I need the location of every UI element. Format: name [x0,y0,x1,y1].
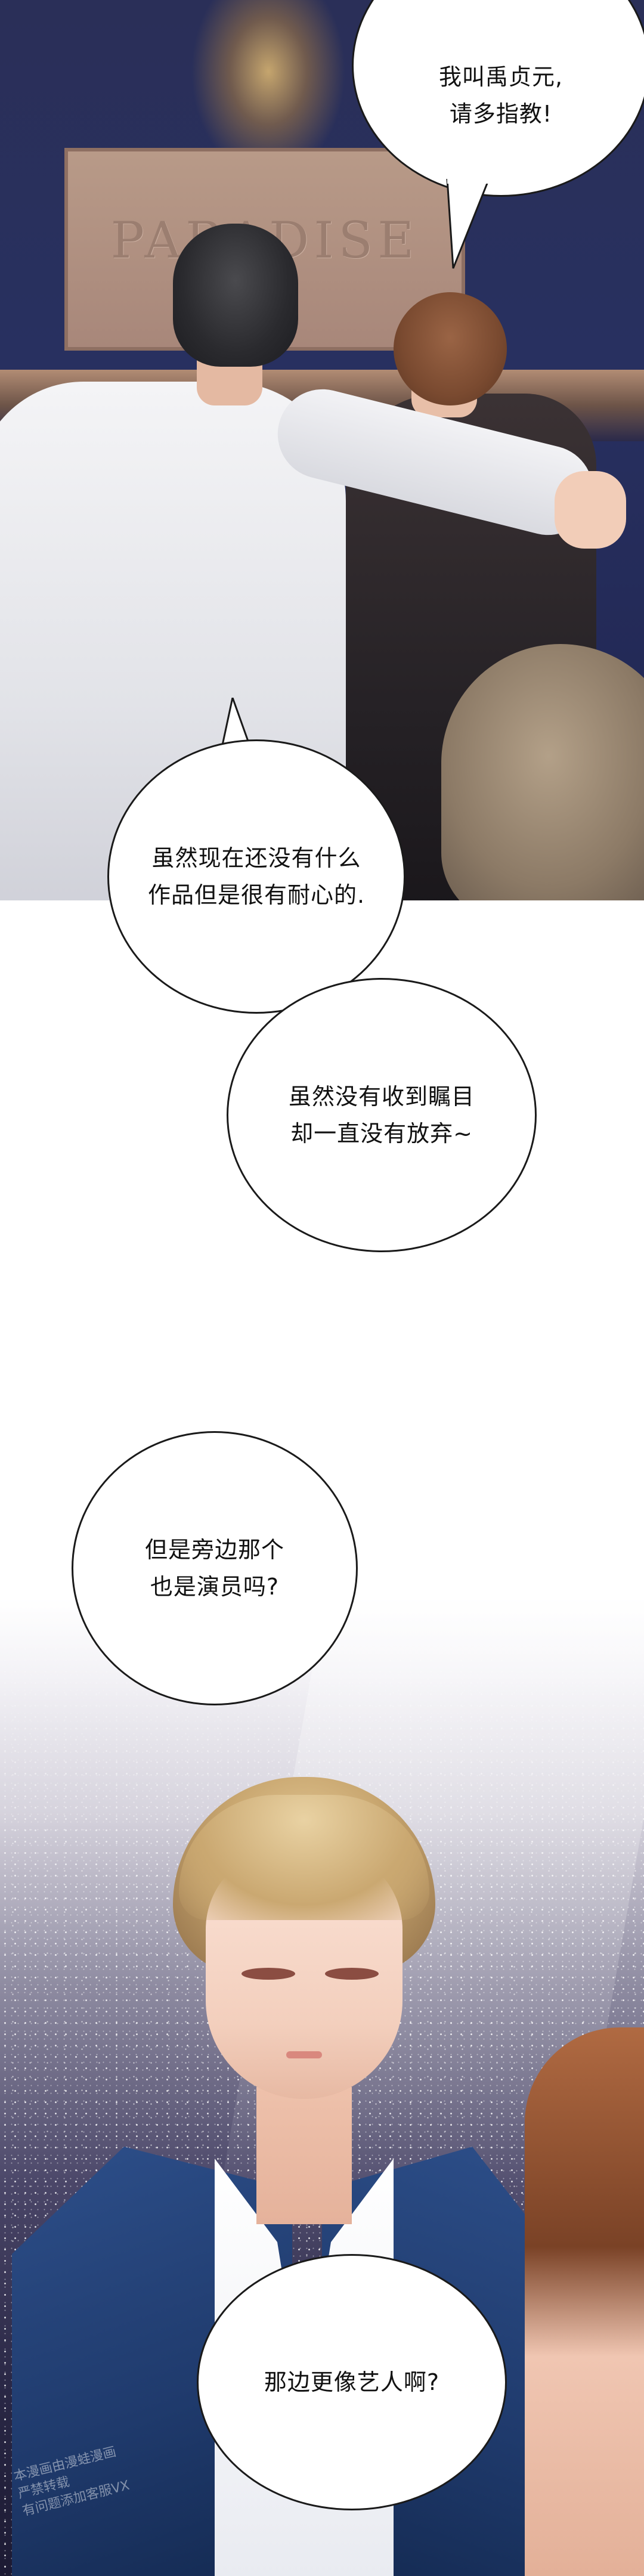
foreground-onlooker-head [441,644,644,900]
no-works-text: 虽然现在还没有什么 作品但是很有耐心的. [147,845,366,908]
speech-bubble-no-works: 虽然现在还没有什么 作品但是很有耐心的. [107,739,405,1014]
greeting-bubble-tail [446,179,490,269]
man-in-white-head [173,224,298,367]
left-eye [242,1968,295,1980]
not-noticed-text: 虽然没有收到瞩目 却一直没有放弃~ [288,1083,475,1147]
hand-on-shoulder [555,471,626,549]
like-artist-text: 那边更像艺人啊? [264,2369,440,2395]
right-eye [325,1968,379,1980]
hair-fringe [179,1795,429,1920]
hero-neck [256,2087,352,2224]
speech-bubble-not-noticed: 虽然没有收到瞩目 却一直没有放弃~ [227,978,537,1252]
speech-bubble-question-actor: 但是旁边那个 也是演员吗? [72,1431,358,1705]
question-actor-text: 但是旁边那个 也是演员吗? [144,1537,284,1600]
man-in-dark-head [394,292,507,405]
side-character [525,2027,644,2576]
greeting-text: 我叫禹贞元, 请多指教! [438,64,564,127]
speech-bubble-like-artist: 那边更像艺人啊? [197,2254,507,2510]
mouth [286,2051,322,2058]
